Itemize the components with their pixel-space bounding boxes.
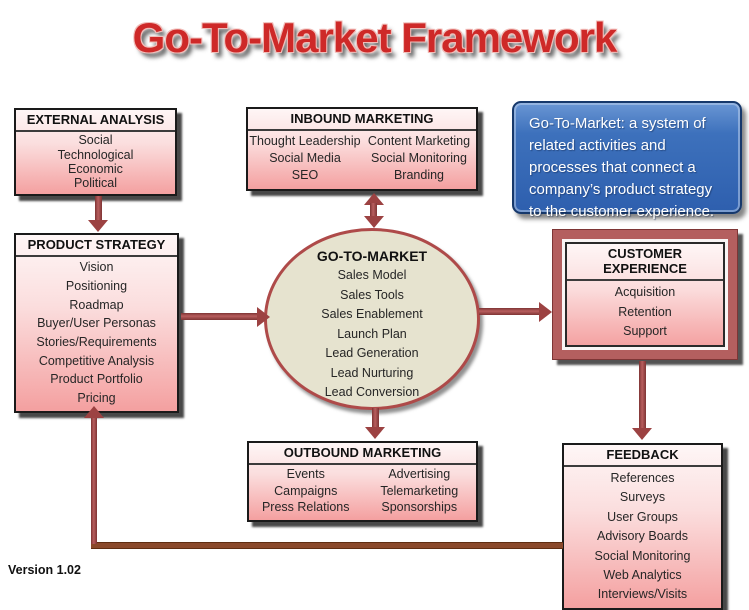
list-item: Retention (618, 304, 672, 319)
outbound-left-column: Events Campaigns Press Relations (249, 465, 363, 520)
list-item: Advisory Boards (596, 529, 688, 544)
inbound-marketing-title: INBOUND MARKETING (248, 109, 476, 131)
list-item: User Groups (607, 509, 678, 524)
list-item: Buyer/User Personas (37, 316, 156, 331)
feedback-loop-horizontal-line (91, 542, 563, 549)
arrow-head-down-icon (364, 216, 384, 228)
list-item: Events (286, 467, 325, 482)
outbound-marketing-title: OUTBOUND MARKETING (249, 443, 476, 465)
list-item: Stories/Requirements (36, 334, 157, 349)
arrow-shaft (181, 313, 258, 320)
list-item: Vision (79, 260, 114, 275)
feedback-loop-vertical-line (91, 417, 97, 544)
arrow-shaft (372, 408, 379, 429)
list-item: Surveys (619, 490, 666, 505)
go-to-market-title: GO-TO-MARKET (316, 248, 428, 264)
list-item: Content Marketing (367, 133, 471, 148)
list-item: Technological (57, 147, 134, 162)
external-analysis-title: EXTERNAL ANALYSIS (16, 110, 175, 132)
list-item: Lead Nurturing (330, 365, 414, 380)
list-item: References (610, 470, 675, 485)
product-strategy-box: PRODUCT STRATEGY Vision Positioning Road… (14, 233, 179, 413)
external-analysis-items: Social Technological Economic Political (16, 132, 175, 194)
list-item: Competitive Analysis (38, 353, 155, 368)
inbound-marketing-box: INBOUND MARKETING Thought Leadership Soc… (246, 107, 478, 191)
list-item: Positioning (65, 279, 128, 294)
page-title: Go-To-Market Framework (132, 14, 618, 61)
go-to-market-definition-note: Go-To-Market: a system of related activi… (512, 101, 742, 220)
list-item: Lead Conversion (324, 385, 420, 399)
list-item: Economic (68, 161, 123, 176)
outbound-right-column: Advertising Telemarketing Sponsorships (363, 465, 477, 520)
arrow-head-right-icon (257, 307, 270, 327)
list-item: Social Monitoring (594, 548, 691, 563)
outbound-marketing-box: OUTBOUND MARKETING Events Campaigns Pres… (247, 441, 478, 522)
feedback-title: FEEDBACK (564, 445, 721, 467)
customer-experience-items: Acquisition Retention Support (567, 281, 723, 345)
arrow-head-up-icon (364, 193, 384, 205)
list-item: Thought Leadership (249, 133, 361, 148)
list-item: Telemarketing (380, 483, 459, 498)
outbound-marketing-items: Events Campaigns Press Relations Adverti… (249, 465, 476, 520)
list-item: Political (73, 176, 118, 190)
arrow-head-down-icon (88, 220, 108, 232)
list-item: Press Relations (261, 499, 350, 514)
inbound-left-column: Thought Leadership Social Media SEO (248, 131, 362, 189)
arrow-head-down-icon (365, 427, 385, 439)
inbound-right-column: Content Marketing Social Monitoring Bran… (362, 131, 476, 189)
customer-experience-title: CUSTOMER EXPERIENCE (567, 244, 723, 281)
list-item: Campaigns (274, 483, 338, 498)
list-item: Acquisition (614, 284, 676, 299)
list-item: Sales Model (337, 268, 407, 282)
arrow-shaft (370, 203, 377, 218)
list-item: Advertising (388, 467, 451, 482)
list-item: Web Analytics (603, 567, 682, 582)
list-item: Lead Generation (325, 346, 419, 360)
feedback-items: References Surveys User Groups Advisory … (564, 467, 721, 608)
go-to-market-ellipse: GO-TO-MARKET Sales Model Sales Tools Sal… (264, 228, 480, 410)
list-item: Branding (393, 168, 445, 183)
customer-experience-frame: CUSTOMER EXPERIENCE Acquisition Retentio… (552, 229, 738, 360)
arrow-head-up-icon (84, 406, 104, 418)
list-item: Sponsorships (381, 499, 458, 514)
arrow-head-down-icon (632, 428, 652, 440)
arrow-shaft (639, 361, 646, 430)
list-item: Sales Tools (340, 287, 404, 302)
version-label: Version 1.02 (8, 563, 81, 577)
list-item: Launch Plan (337, 326, 407, 341)
arrow-shaft (95, 196, 102, 222)
list-item: Social Monitoring (371, 151, 467, 166)
external-analysis-box: EXTERNAL ANALYSIS Social Technological E… (14, 108, 177, 196)
customer-experience-box: CUSTOMER EXPERIENCE Acquisition Retentio… (562, 239, 728, 350)
list-item: Sales Enablement (321, 307, 423, 321)
product-strategy-items: Vision Positioning Roadmap Buyer/User Pe… (16, 257, 177, 411)
list-item: SEO (291, 168, 319, 183)
list-item: Product Portfolio (50, 372, 143, 387)
product-strategy-title: PRODUCT STRATEGY (16, 235, 177, 257)
arrow-head-right-icon (539, 302, 552, 322)
feedback-box: FEEDBACK References Surveys User Groups … (562, 443, 723, 610)
list-item: Interviews/Visits (597, 587, 688, 602)
list-item: Support (623, 324, 667, 339)
arrow-shaft (479, 308, 540, 315)
list-item: Pricing (77, 390, 116, 405)
list-item: Social Media (269, 151, 341, 166)
inbound-marketing-items: Thought Leadership Social Media SEO Cont… (248, 131, 476, 189)
list-item: Roadmap (69, 297, 124, 312)
list-item: Social (78, 133, 113, 148)
